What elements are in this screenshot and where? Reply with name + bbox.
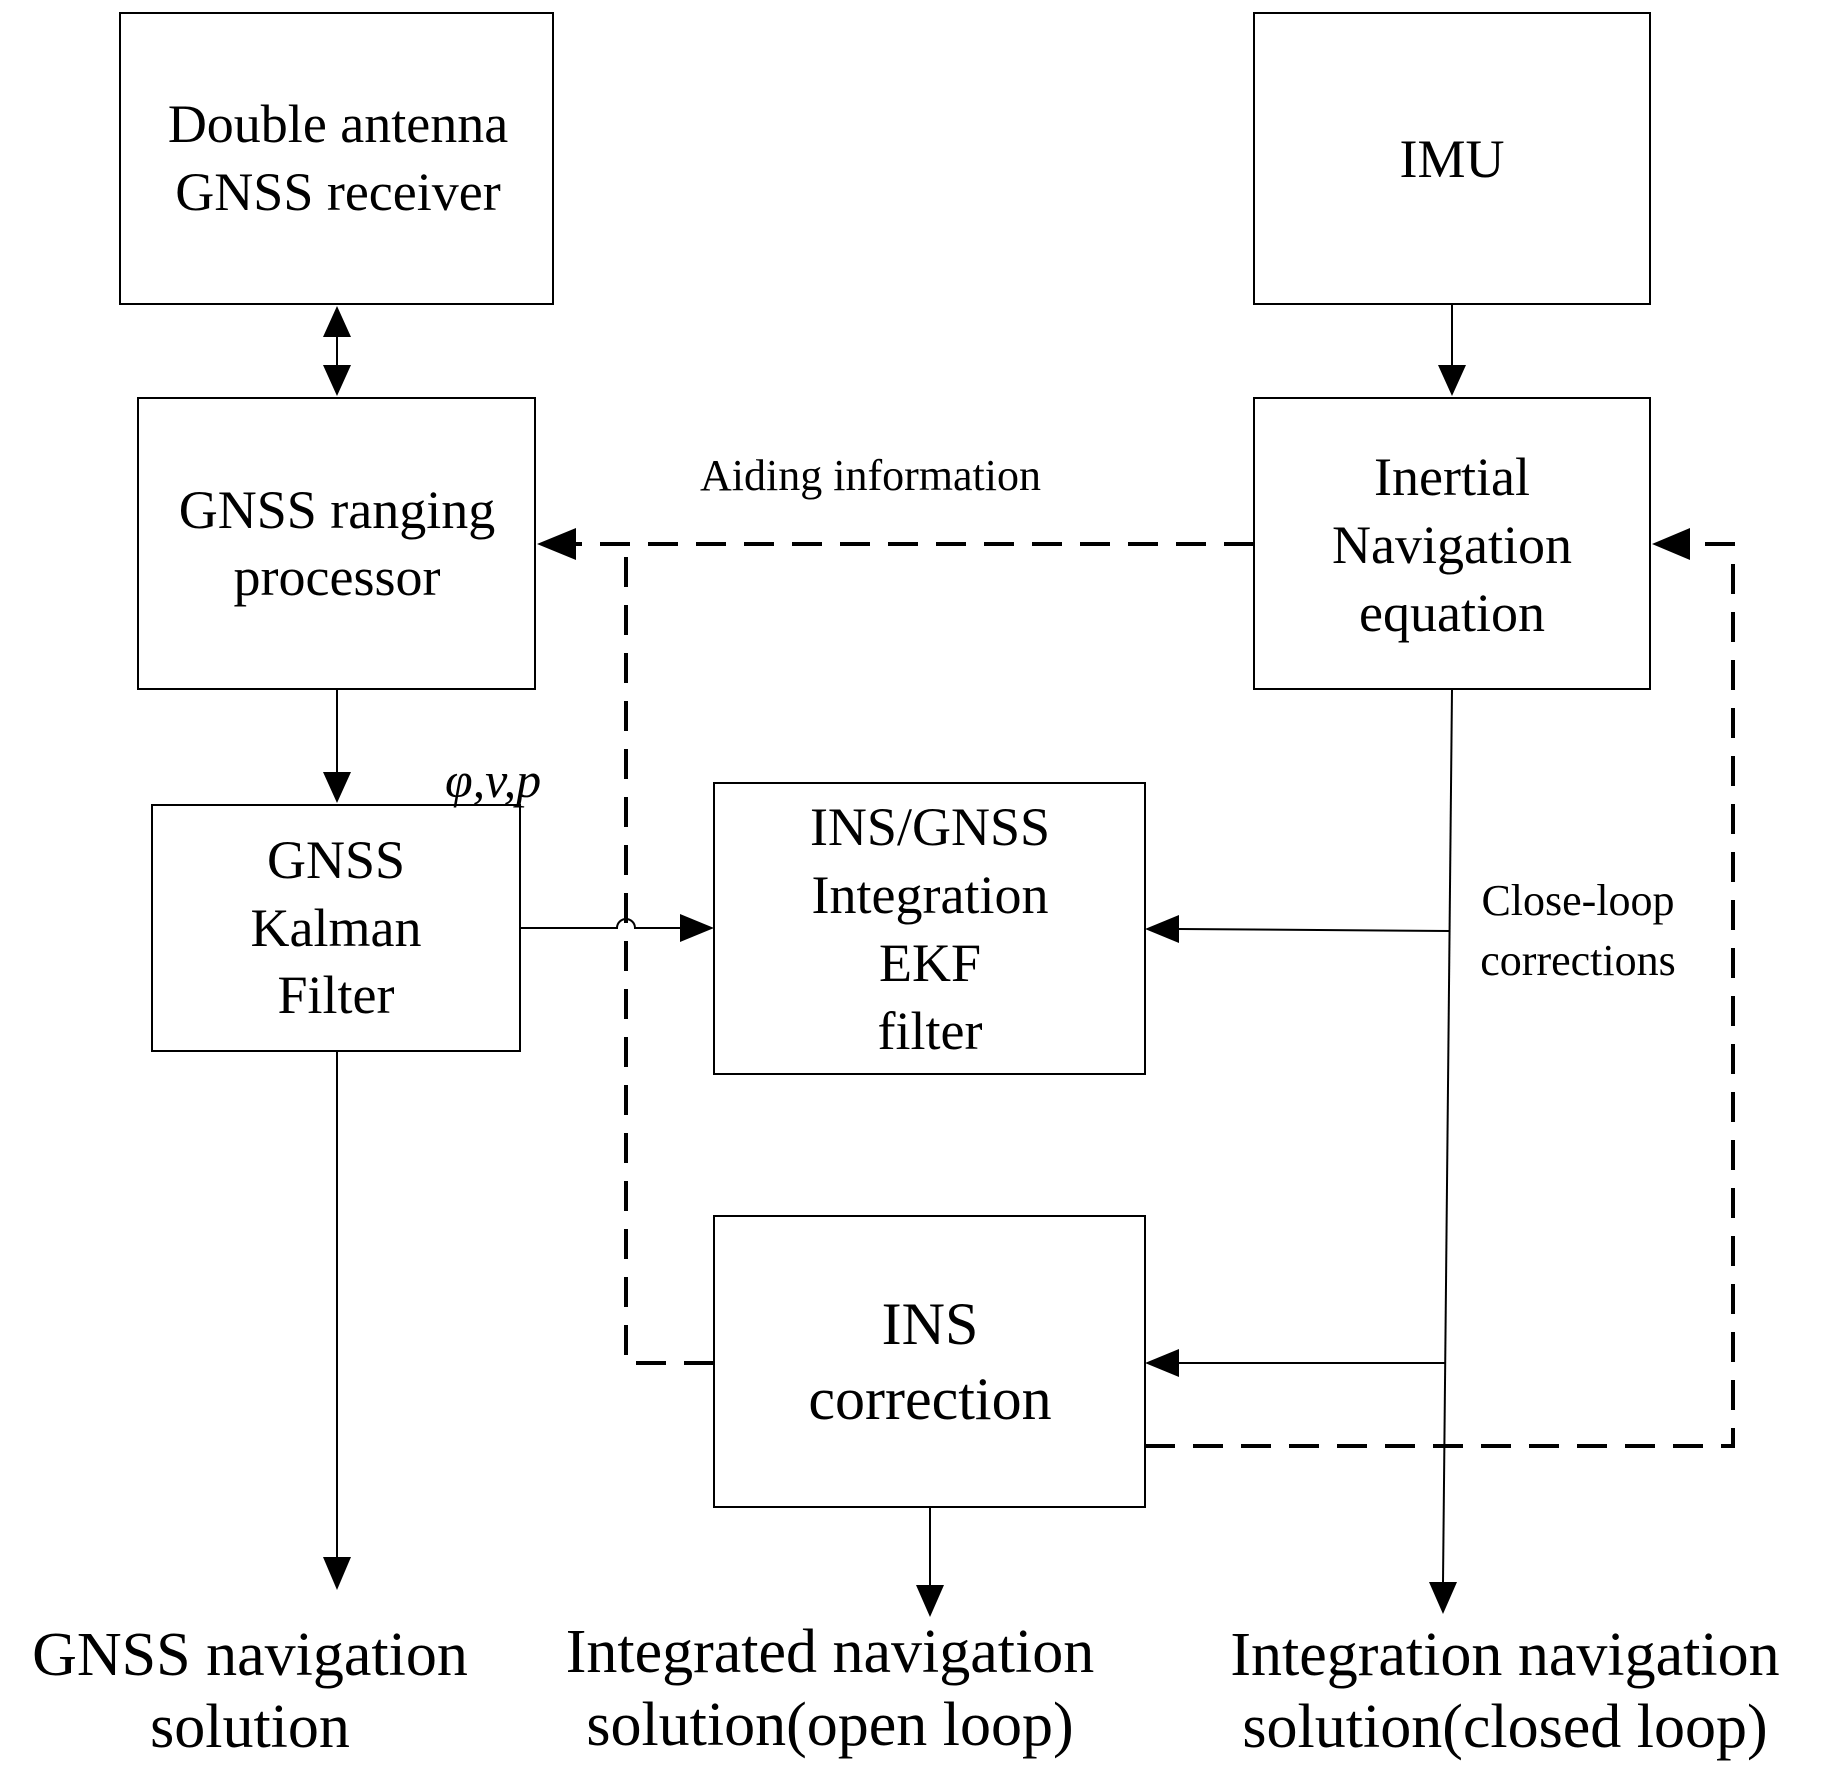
inertial-to-correction-arrow	[1145, 1349, 1446, 1377]
ins-correction-line-1: INS	[882, 1291, 979, 1357]
closed-loop-solution-output: Integration navigation solution(closed l…	[1230, 1621, 1779, 1761]
state-variables-label: φ,v,p	[445, 752, 541, 808]
closed-loop-output-line-2: solution(closed loop)	[1242, 1693, 1767, 1761]
closed-loop-feedback-dashed-arrow	[1145, 528, 1735, 1448]
gnss-kalman-line-1: GNSS	[267, 830, 405, 890]
inertial-nav-line-1: Inertial	[1374, 447, 1530, 507]
gnss-receiver-line-1: Double antenna	[168, 94, 508, 154]
open-loop-output-line-1: Integrated navigation	[566, 1618, 1095, 1686]
gnss-receiver-box: Double antenna GNSS receiver	[119, 12, 554, 305]
ins-correction-box: INS correction	[713, 1215, 1146, 1508]
gnss-kalman-filter-box: GNSS Kalman Filter	[151, 804, 521, 1052]
ranging-processor-line-2: processor	[234, 547, 441, 607]
inertial-to-closed-loop-output-arrow	[1429, 688, 1457, 1614]
open-loop-solution-output: Integrated navigation solution(open loop…	[566, 1618, 1095, 1759]
receiver-processor-bidirectional-arrow	[323, 306, 351, 396]
kalman-to-ekf-arrow	[520, 914, 714, 942]
gnss-ranging-processor-box: GNSS ranging processor	[137, 397, 536, 690]
ranging-processor-line-1: GNSS ranging	[179, 480, 496, 540]
inertial-navigation-box: Inertial Navigation equation	[1253, 397, 1651, 690]
kalman-to-gnss-output-arrow	[323, 1051, 351, 1590]
ekf-filter-box: INS/GNSS Integration EKF filter	[713, 782, 1146, 1075]
ins-correction-line-2: correction	[808, 1366, 1051, 1432]
imu-to-inertial-arrow	[1438, 304, 1466, 396]
close-loop-label-line-2: corrections	[1480, 936, 1675, 985]
correction-to-open-loop-output-arrow	[916, 1507, 944, 1617]
gnss-receiver-line-2: GNSS receiver	[175, 162, 500, 222]
closed-loop-output-line-1: Integration navigation	[1230, 1621, 1779, 1689]
close-loop-label-line-1: Close-loop	[1481, 876, 1674, 925]
imu-label: IMU	[1400, 129, 1505, 189]
gnss-output-line-2: solution	[150, 1693, 350, 1761]
aiding-information-dashed-arrow	[537, 528, 1254, 560]
inertial-nav-line-3: equation	[1359, 583, 1545, 643]
aiding-information-label: Aiding information	[700, 451, 1041, 500]
correction-feedback-dashed-line	[624, 544, 714, 1365]
open-loop-output-line-2: solution(open loop)	[586, 1691, 1073, 1759]
ekf-line-1: INS/GNSS	[810, 797, 1050, 857]
processor-to-kalman-arrow	[323, 689, 351, 803]
gnss-output-line-1: GNSS navigation	[32, 1621, 468, 1689]
imu-box: IMU	[1253, 12, 1651, 305]
inertial-nav-line-2: Navigation	[1332, 515, 1572, 575]
ekf-line-4: filter	[878, 1001, 983, 1061]
ekf-line-3: EKF	[879, 933, 981, 993]
ekf-line-2: Integration	[812, 865, 1049, 925]
gnss-kalman-line-2: Kalman	[251, 898, 422, 958]
gnss-navigation-solution-output: GNSS navigation solution	[32, 1621, 468, 1761]
gnss-kalman-line-3: Filter	[278, 965, 395, 1025]
inertial-to-ekf-arrow	[1145, 915, 1450, 943]
